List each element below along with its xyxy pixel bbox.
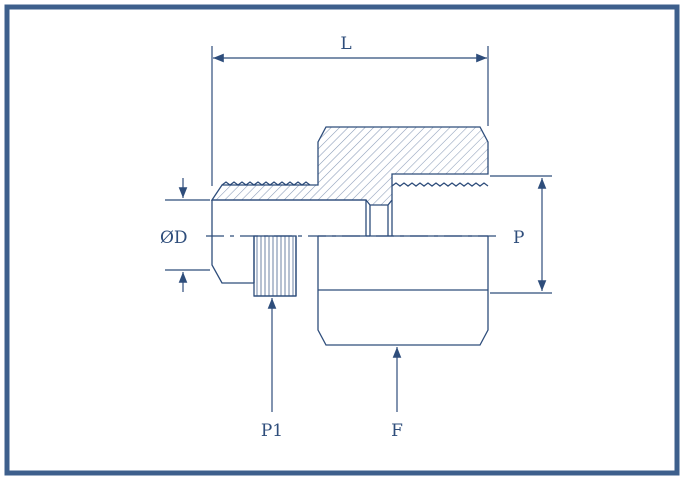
label-hex: F	[391, 421, 403, 441]
label-length: L	[340, 34, 351, 54]
tube-flare	[211, 200, 255, 284]
port-thread-teeth	[391, 182, 489, 187]
hex-nut	[317, 236, 489, 346]
label-thread: P1	[261, 421, 283, 441]
label-diameter: ØD	[160, 228, 188, 248]
label-port: P	[513, 228, 524, 248]
tube-thread-teeth	[221, 181, 311, 186]
outer-border	[4, 4, 680, 476]
hatched-body-section	[210, 126, 489, 206]
knurled-thread	[253, 235, 297, 297]
inner-bore	[212, 199, 393, 236]
